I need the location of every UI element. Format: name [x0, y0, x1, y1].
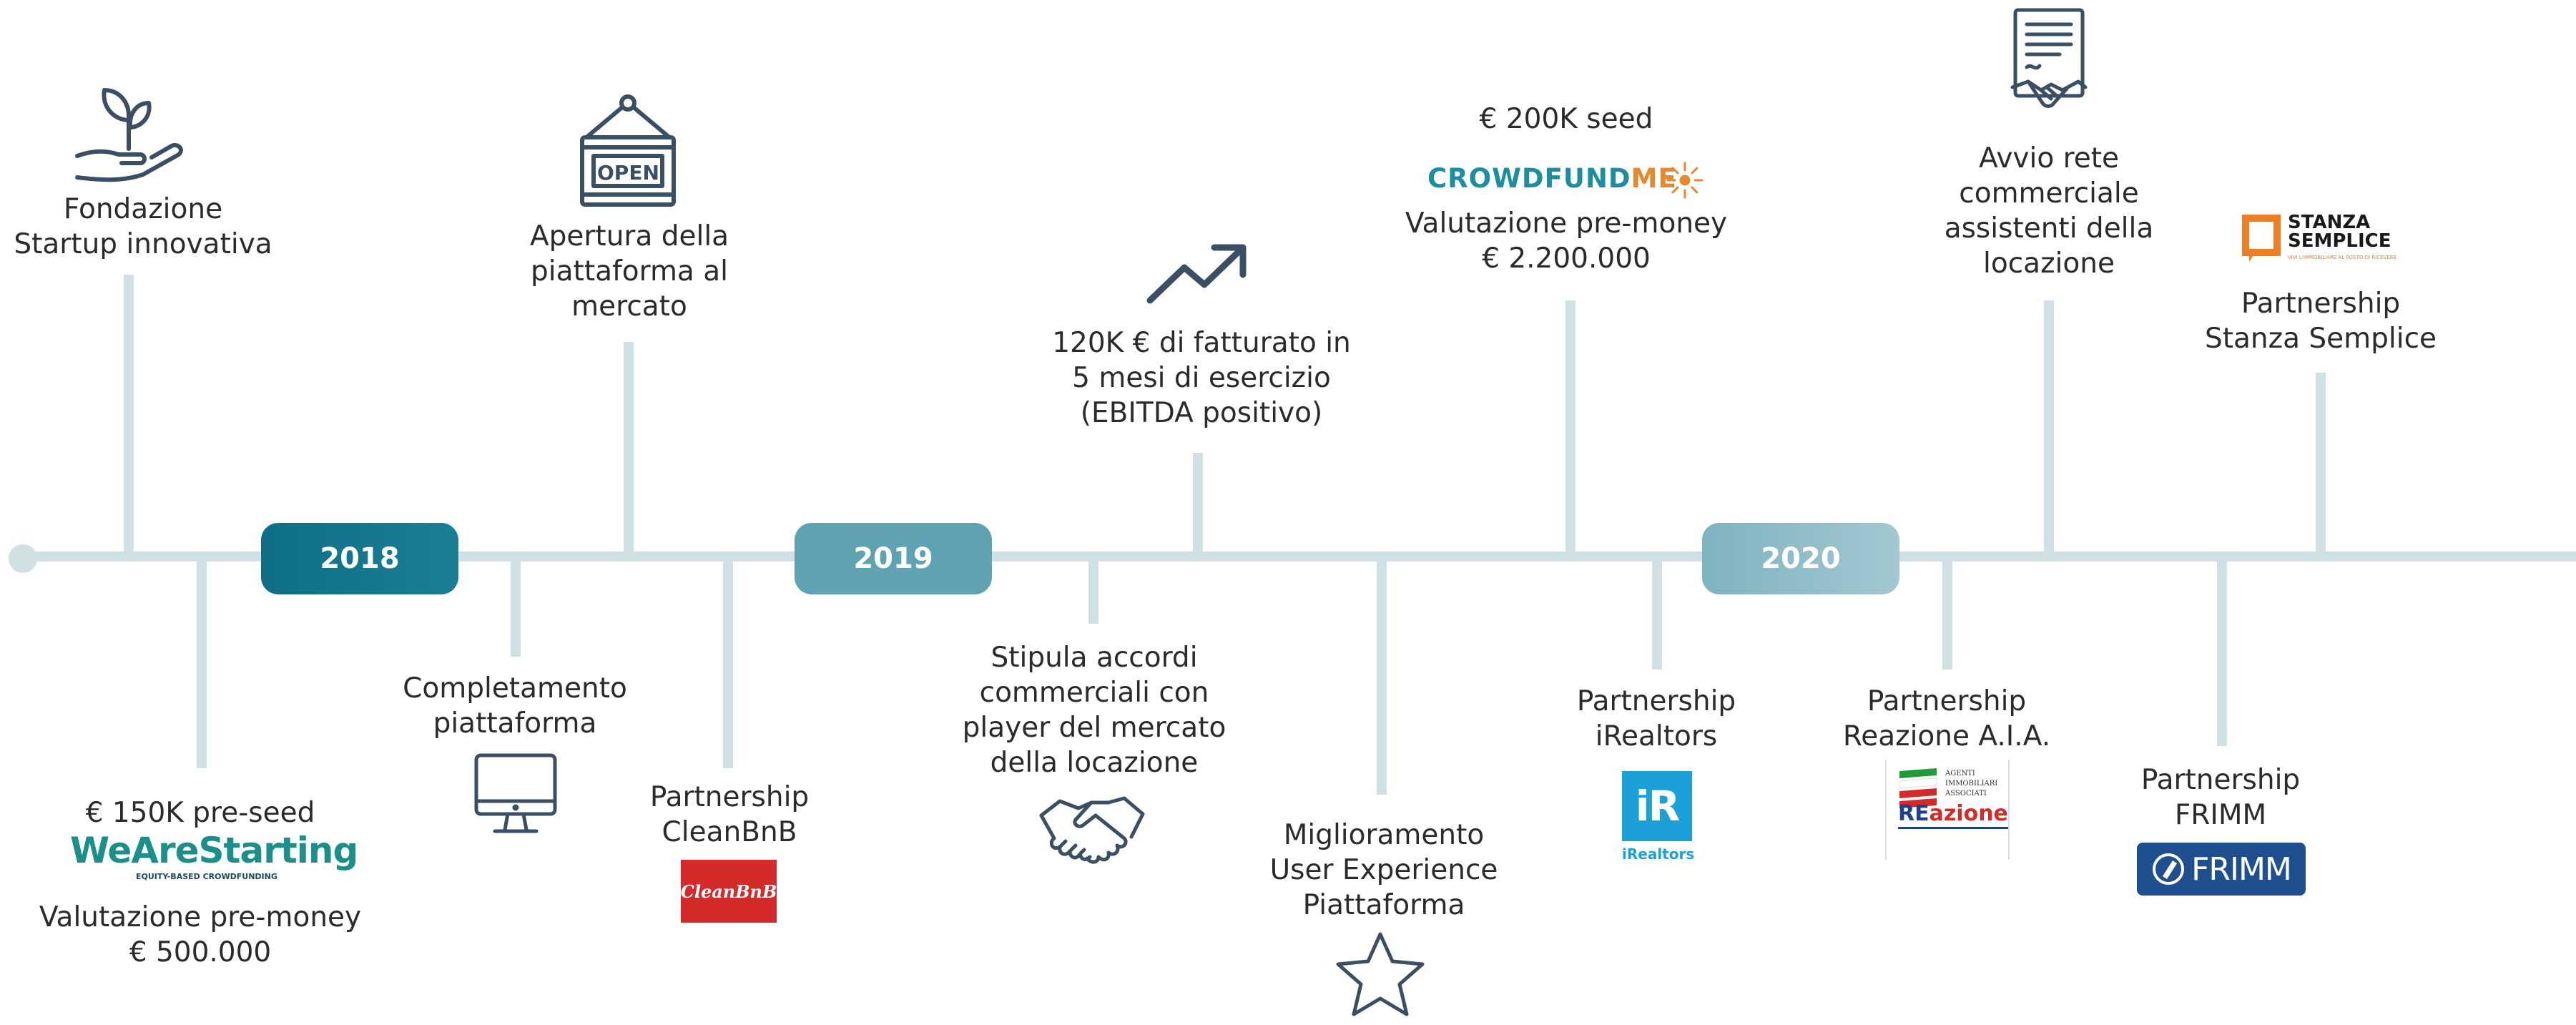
trend-up-icon: [1144, 240, 1252, 310]
milestone-frimm: Partnership FRIMM: [2140, 764, 2301, 831]
stanza-line-2: SEMPLICE: [2288, 230, 2391, 252]
milestone-seed-valuation: Valutazione pre-money € 2.200.000: [1405, 207, 1728, 275]
stem-frimm: [2217, 556, 2227, 746]
open-sign-text: OPEN: [597, 161, 659, 185]
stem-pre-seed: [197, 556, 207, 768]
stem-stipula: [1088, 556, 1098, 624]
frimm-wordmark: FRIMM: [2191, 850, 2292, 888]
contract-handshake-icon: [2010, 7, 2088, 125]
stem-reazione: [1942, 556, 1952, 670]
milestone-pre-seed-valuation: Valutazione pre-money € 500.000: [39, 901, 362, 968]
year-2019-badge: 2019: [795, 523, 992, 594]
milestone-apertura: Apertura della piattaforma al mercato: [529, 220, 729, 323]
stem-stanza: [2316, 373, 2326, 556]
year-2018-badge: 2018: [261, 523, 458, 594]
milestone-stanza: Partnership Stanza Semplice: [2204, 288, 2437, 355]
crowdfundme-star-icon: [1666, 162, 1704, 199]
stanza-semplice-logo: STANZA SEMPLICE VIVI L'IMMOBILIARE AL PO…: [2242, 212, 2407, 269]
reazione-re: RE: [1898, 801, 1929, 826]
stem-cleanbnb: [723, 556, 733, 768]
stem-fondazione: [124, 275, 134, 556]
reazione-wordmark: REazione: [1898, 801, 2008, 829]
stem-apertura: [624, 342, 634, 556]
milestone-completamento: Completamento piattaforma: [403, 672, 627, 740]
stanza-semplice-mark-icon: [2242, 215, 2281, 262]
frimm-logo: FRIMM: [2137, 843, 2306, 896]
milestone-pre-seed: € 150K pre-seed: [85, 797, 315, 829]
stem-avvio: [2044, 300, 2054, 556]
irealtors-mark: iR: [1622, 771, 1692, 841]
stem-miglioramento: [1377, 556, 1387, 795]
stem-fatturato: [1193, 453, 1203, 556]
reazione-line-3: ASSOCIATI: [1945, 790, 1987, 798]
frimm-mark-icon: [2153, 853, 2185, 885]
milestone-reazione: Partnership Reazione A.I.A.: [1842, 685, 2051, 752]
crowdfundme-crowdfund: CROWDFUND: [1427, 163, 1631, 194]
reazione-flag-icon: [1899, 768, 1937, 808]
wearestarting-logo: WeAreStarting EQUITY-BASED CROWDFUNDING: [70, 830, 358, 887]
milestone-avvio: Avvio rete commerciale assistenti della …: [1944, 142, 2154, 280]
star-icon: [1332, 930, 1428, 1025]
stem-irealtors: [1652, 556, 1662, 670]
irealtors-wordmark: iRealtors: [1622, 845, 1695, 863]
irealtors-logo: iR iRealtors: [1622, 771, 1695, 864]
stanza-line-1: STANZA: [2288, 212, 2371, 233]
milestone-fatturato: 120K € di fatturato in 5 mesi di eserciz…: [1052, 327, 1351, 429]
stanza-tagline: VIVI L'IMMOBILIARE AL POSTO DI RICEVERE: [2288, 255, 2397, 260]
stem-seed: [1565, 300, 1575, 556]
reazione-line-2: IMMOBILIARI: [1945, 780, 1998, 788]
milestone-irealtors: Partnership iRealtors: [1576, 685, 1736, 752]
monitor-icon: [473, 752, 558, 842]
crowdfundme-logo: CROWDFUNDME: [1427, 157, 1714, 200]
plant-hand-icon: [72, 70, 186, 188]
crowdfundme-crowd: CROWDFUNDME: [1427, 163, 1677, 194]
milestone-fondazione: Fondazione Startup innovativa: [14, 193, 272, 260]
wearestarting-wordmark: WeAreStarting: [70, 830, 358, 871]
stem-completamento: [511, 556, 521, 657]
milestone-seed: € 200K seed: [1479, 103, 1653, 135]
reazione-logo: AGENTI IMMOBILIARI ASSOCIATI REazione: [1885, 760, 2010, 860]
year-2020-badge: 2020: [1702, 523, 1899, 594]
handshake-icon: [1038, 787, 1146, 869]
cleanbnb-wordmark: CleanBnB: [680, 881, 777, 902]
cleanbnb-logo: CleanBnB: [681, 860, 777, 923]
milestone-miglioramento: Miglioramento User Experience Piattaform…: [1269, 819, 1498, 921]
reazione-line-1: AGENTI: [1945, 770, 1975, 778]
crowdfundme-me: ME: [1631, 163, 1677, 194]
reazione-rest: azione: [1929, 801, 2008, 826]
wearestarting-tagline: EQUITY-BASED CROWDFUNDING: [136, 872, 277, 881]
milestone-cleanbnb: Partnership CleanBnB: [649, 781, 810, 848]
open-sign-icon: OPEN: [578, 93, 678, 211]
irealtors-mark-text: iR: [1635, 782, 1681, 830]
timeline-axis: [21, 551, 2576, 561]
milestone-stipula: Stipula accordi commerciali con player d…: [962, 642, 1226, 779]
